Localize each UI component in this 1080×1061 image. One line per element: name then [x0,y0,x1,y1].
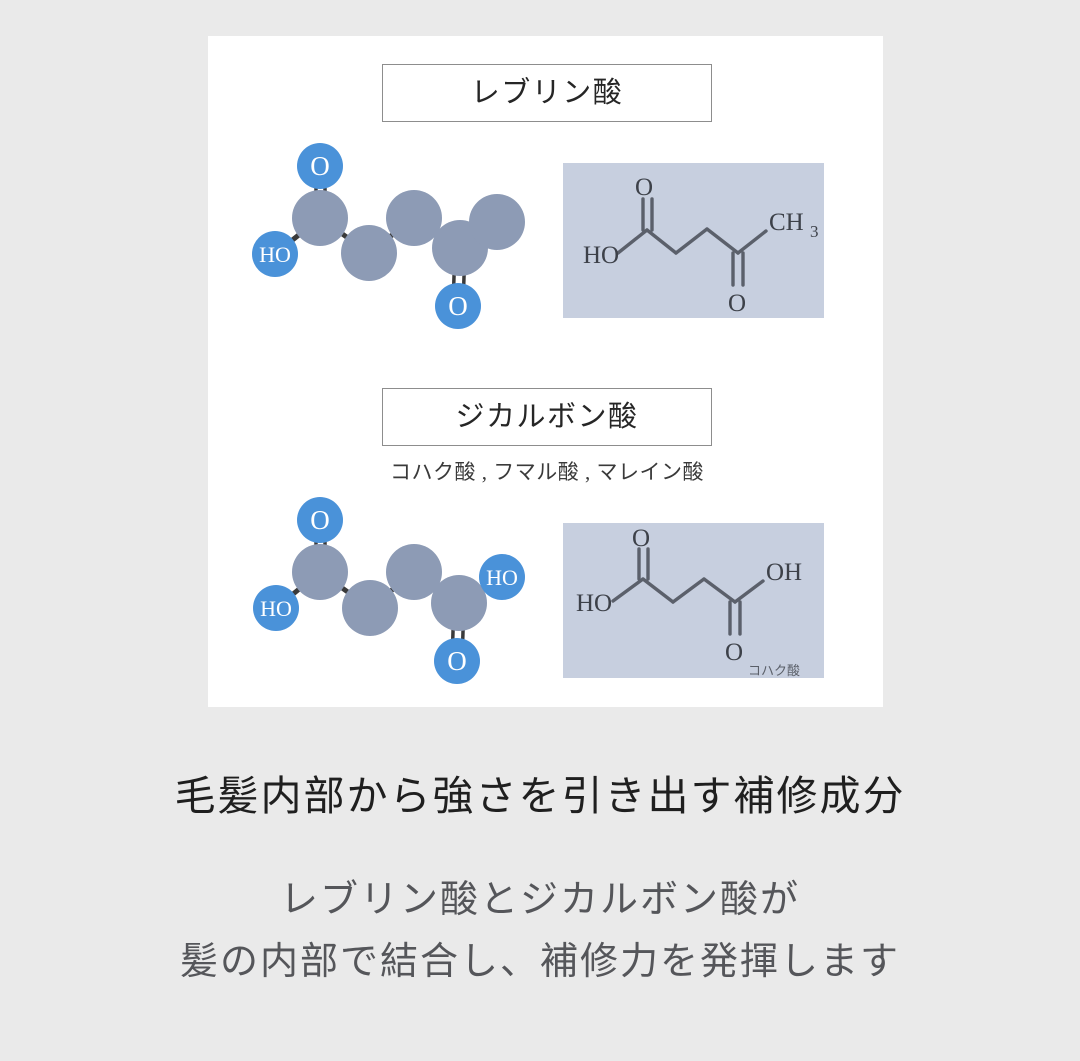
atom-hydroxyl [253,585,299,631]
atom-label-hydroxyl: HO [486,565,518,590]
molecule-model-dicarboxylic: O O HO HO [238,488,568,698]
formula-labels-succinic: HO O OH O コハク酸 [576,525,802,678]
body-copy: レブリン酸とジカルボン酸が 髪の内部で結合し、補修力を発揮します [0,870,1080,993]
formula-bonds-levulinic [616,197,768,287]
section-title-box-dicarboxylic: ジカルボン酸 [382,388,712,446]
atom-carbon [342,580,398,636]
atom-carbon [292,190,348,246]
atom-label-oxygen: O [310,505,330,535]
section-subtitle-dicarboxylic: コハク酸 , フマル酸 , マレイン酸 [390,460,704,484]
atom-hydroxyl [479,554,525,600]
atom-label-oxygen: O [310,151,330,181]
info-card: レブリン酸 [208,36,883,707]
atom-carbon [469,194,525,250]
atom-carbon [431,575,487,631]
atom-label-hydroxyl: HO [260,596,292,621]
formula-label-ho: HO [576,590,612,617]
atom-oxygen [434,638,480,684]
atoms-levulinic: O O HO [252,143,525,329]
formula-label-o-lower: O [728,290,746,317]
formula-label-o-upper: O [632,525,650,552]
atom-label-hydroxyl: HO [259,242,291,267]
section-title-dicarboxylic: ジカルボン酸 [455,400,639,433]
section-title-box-levulinic: レブリン酸 [382,64,712,122]
atom-oxygen [297,497,343,543]
formula-caption-succinic: コハク酸 [748,663,800,678]
atom-carbon [386,190,442,246]
atom-oxygen [297,143,343,189]
body-copy-line-1: レブリン酸とジカルボン酸が [279,879,800,921]
formula-label-ho: HO [583,242,619,269]
section-title-levulinic: レブリン酸 [470,76,624,109]
formula-bonds-succinic [611,547,765,636]
formula-label-oh: OH [766,559,802,586]
atom-carbon [292,544,348,600]
formula-label-o-lower: O [725,639,743,666]
formula-label-ch3: CH [769,209,804,236]
atom-carbon [386,544,442,600]
body-copy-line-2: 髪の内部で結合し、補修力を発揮します [179,940,900,983]
formula-labels-levulinic: HO O CH 3 O [583,174,819,317]
atom-oxygen [435,283,481,329]
atom-carbon [341,225,397,281]
headline: 毛髪内部から強さを引き出す補修成分 [174,773,906,819]
atom-label-oxygen: O [448,291,468,321]
atom-hydroxyl [252,231,298,277]
atom-label-oxygen: O [447,646,467,676]
molecule-model-levulinic: O O HO [238,134,568,344]
atoms-dicarboxylic: O O HO HO [253,497,525,684]
formula-label-o: O [635,174,653,201]
formula-label-ch3-subscript: 3 [810,222,819,241]
structural-formula-succinic: HO O OH O コハク酸 [563,523,824,678]
structural-formula-levulinic: HO O CH 3 O [563,163,824,318]
